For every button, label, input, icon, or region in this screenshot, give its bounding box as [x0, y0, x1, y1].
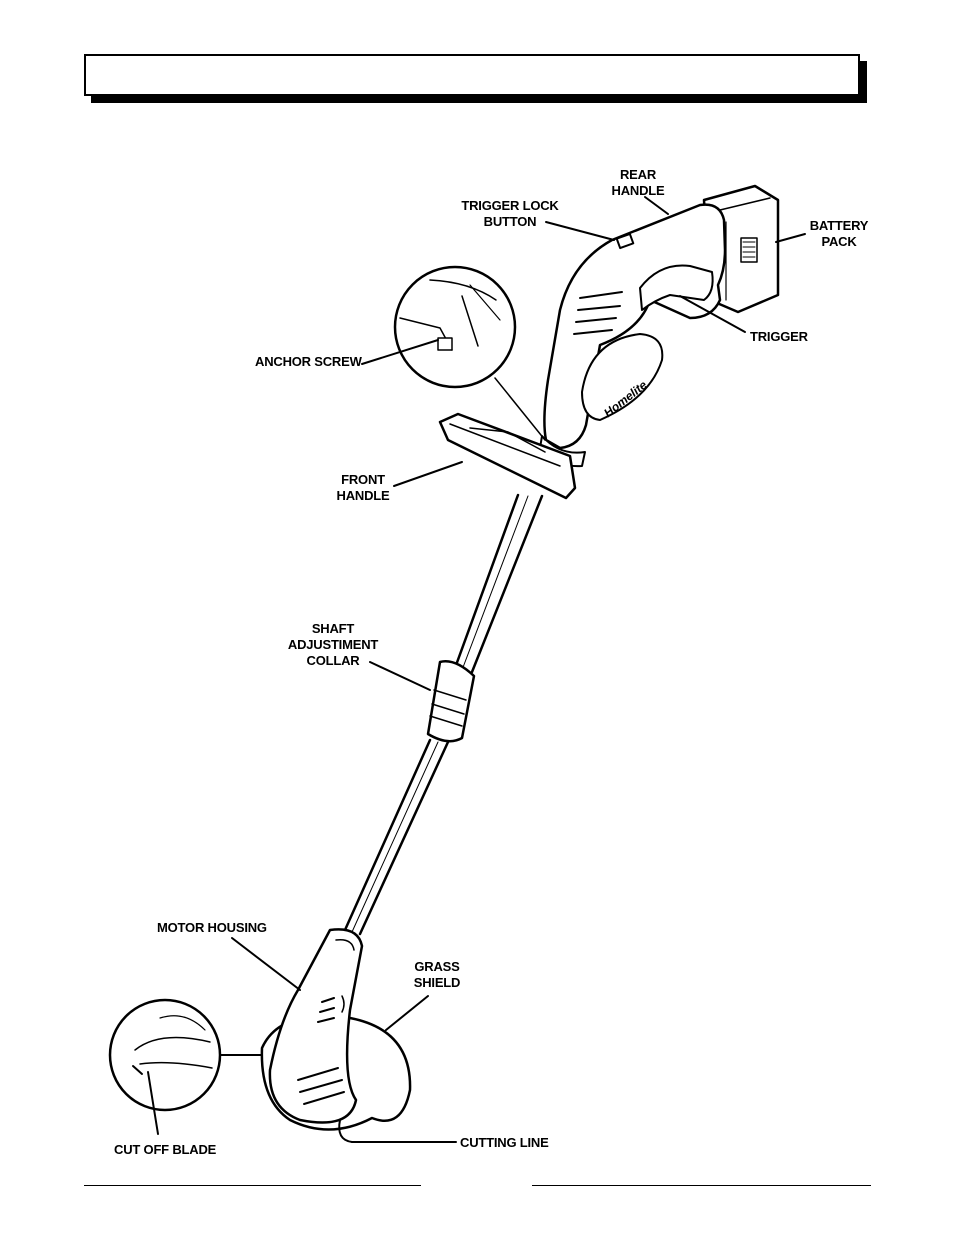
cut-off-blade-detail [108, 998, 263, 1112]
anchor-screw-detail [393, 265, 546, 441]
shaft-collar-drawing [426, 660, 476, 743]
leader-battery-pack [775, 233, 806, 243]
header-box [84, 54, 860, 96]
leader-motor-housing [231, 937, 301, 991]
upper-shaft-drawing [453, 493, 544, 674]
label-battery-pack: BATTERY PACK [809, 218, 869, 249]
label-rear-handle: REAR HANDLE [611, 167, 665, 198]
leader-cut-off-blade [147, 1071, 159, 1135]
label-shaft-adjustment-collar: SHAFT ADJUSTIMENT COLLAR [287, 621, 379, 668]
leader-shaft-collar [369, 661, 431, 691]
label-trigger: TRIGGER [750, 329, 808, 344]
footer-rule-left [84, 1185, 421, 1186]
front-handle-drawing [438, 412, 577, 500]
leader-trigger-lock [545, 221, 615, 241]
label-grass-shield: GRASS SHIELD [413, 959, 461, 990]
leader-rear-handle [644, 196, 669, 215]
leader-lines [147, 196, 806, 1143]
label-anchor-screw: ANCHOR SCREW [255, 354, 362, 369]
motor-housing-drawing [260, 928, 412, 1143]
label-cut-off-blade: CUT OFF BLADE [114, 1142, 217, 1157]
leader-anchor-screw [361, 339, 439, 365]
label-trigger-lock-button: TRIGGER LOCK BUTTON [461, 198, 559, 229]
leader-front-handle [393, 461, 463, 487]
footer-rule-right [532, 1185, 871, 1186]
leader-grass-shield [385, 995, 429, 1031]
label-cutting-line: CUTTING LINE [460, 1135, 549, 1150]
trimmer-body-drawing [539, 203, 727, 468]
label-front-handle: FRONT HANDLE [336, 472, 390, 503]
leader-trigger [679, 295, 746, 333]
lower-shaft-drawing [343, 738, 450, 936]
label-motor-housing: MOTOR HOUSING [157, 920, 267, 935]
